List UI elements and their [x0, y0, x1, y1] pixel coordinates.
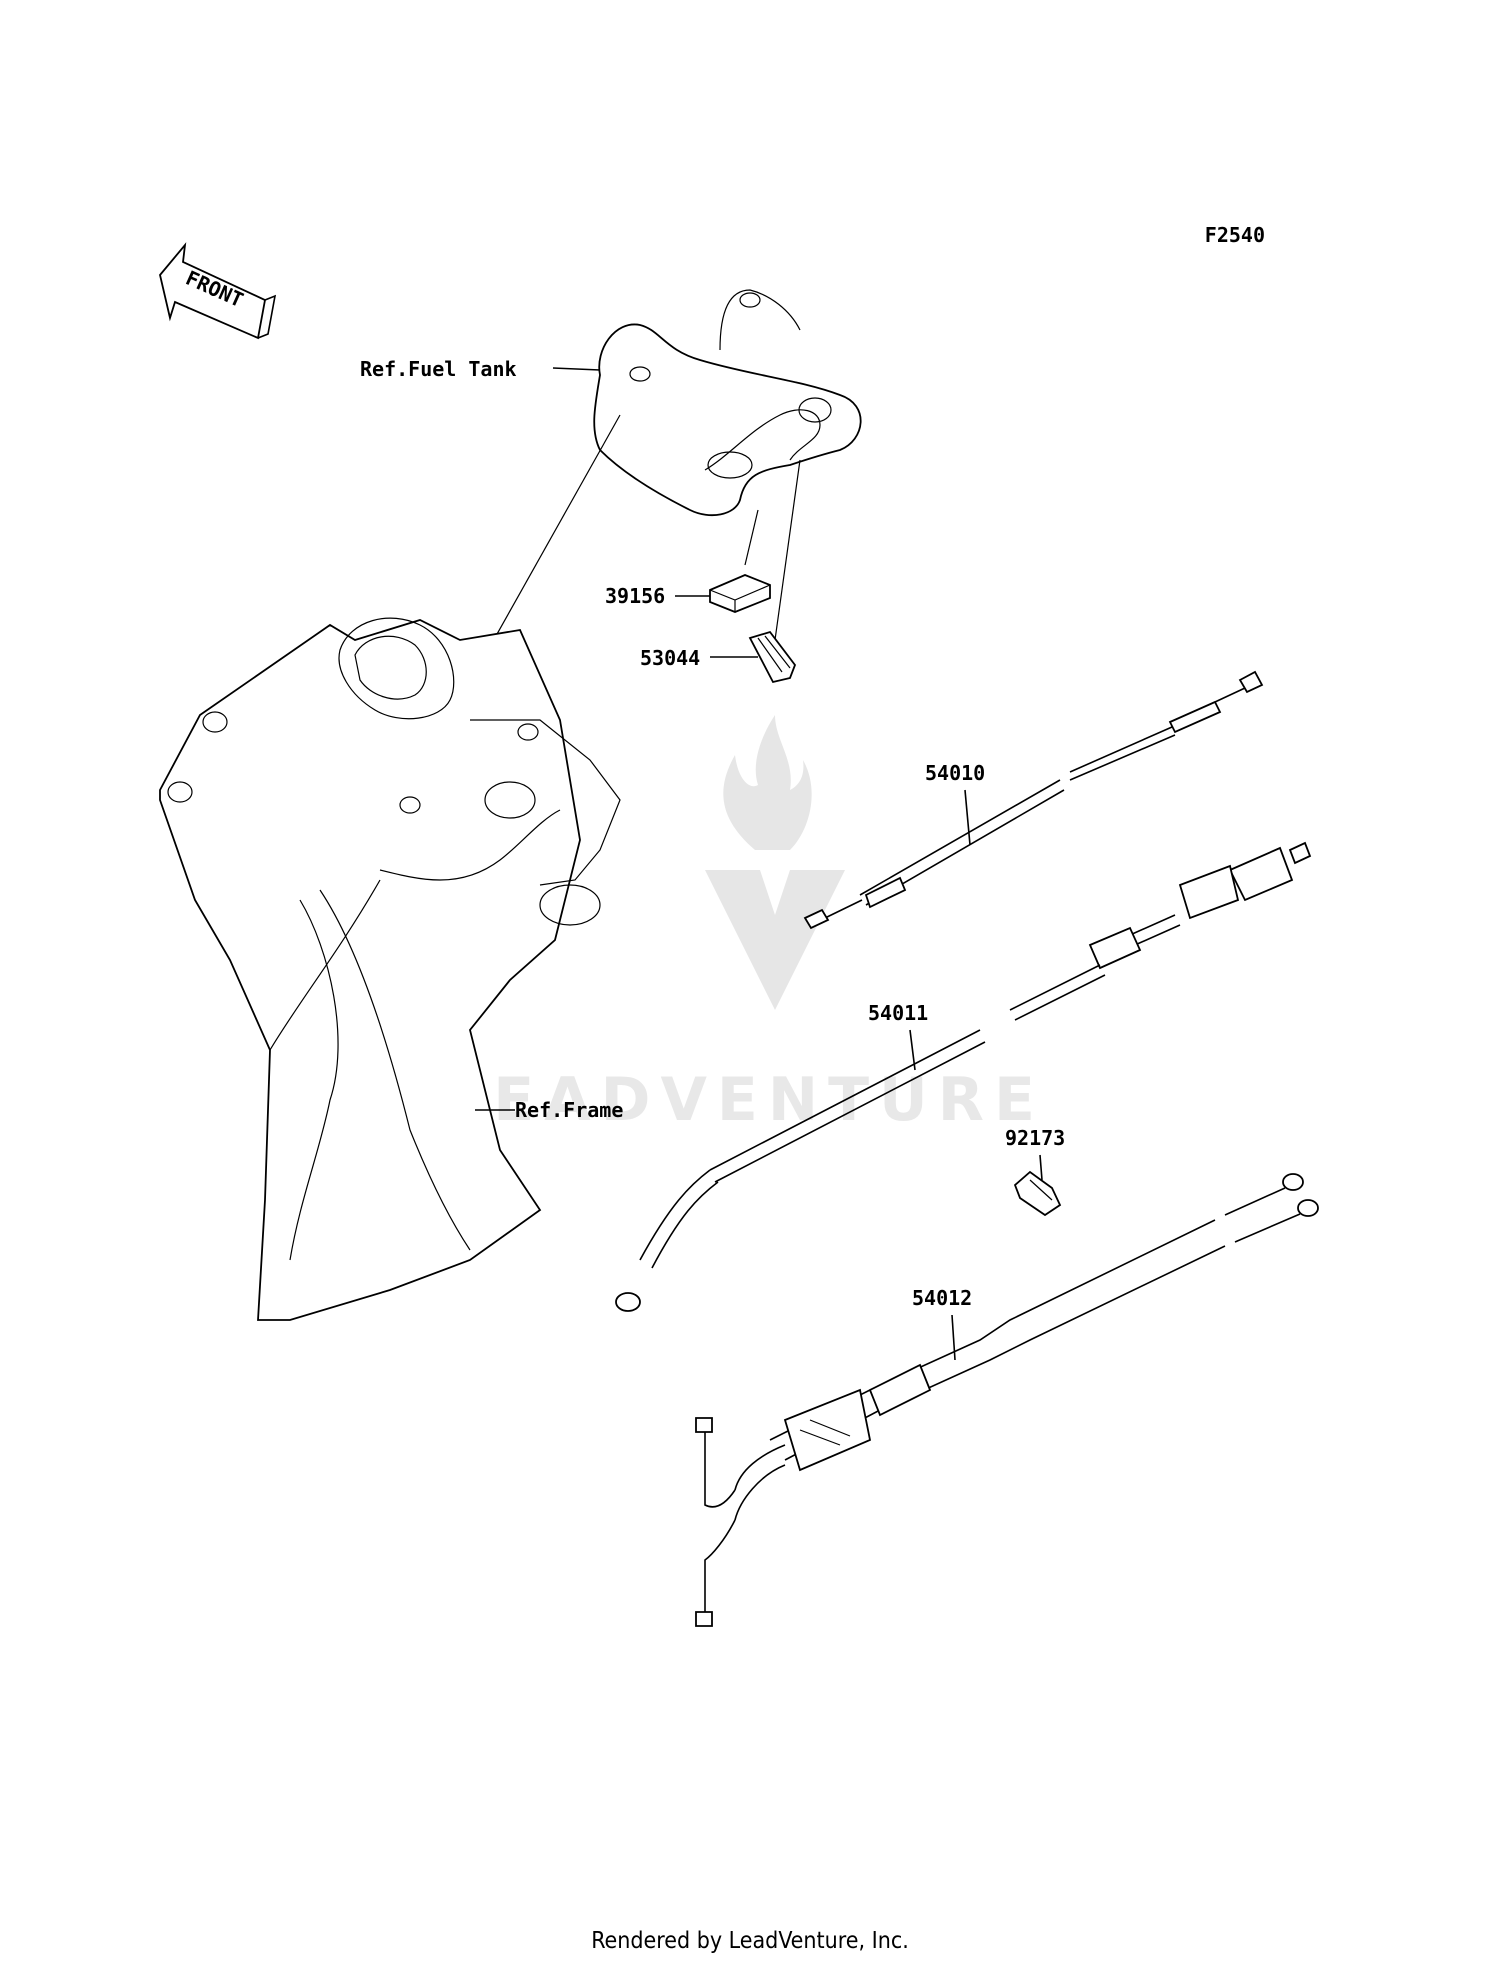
watermark-logo: LEADVENTURE: [445, 715, 1045, 1135]
label-39156: 39156: [605, 584, 665, 608]
cable-54011: [615, 841, 1312, 1312]
frame: [159, 617, 621, 1321]
diagram-code: F2540: [1205, 223, 1265, 247]
footer-credit: Rendered by LeadVenture, Inc.: [591, 1928, 909, 1954]
label-54011: 54011: [868, 1001, 928, 1025]
part-53044-grommet: [748, 630, 797, 684]
label-54012: 54012: [912, 1286, 972, 1310]
cable-54010: [803, 670, 1264, 930]
label-54010: 54010: [925, 761, 985, 785]
part-92173-clamp: [1013, 1170, 1062, 1217]
label-53044: 53044: [640, 646, 700, 670]
label-92173: 92173: [1005, 1126, 1065, 1150]
cable-54012: [695, 1173, 1319, 1627]
front-arrow-icon: FRONT: [159, 242, 277, 340]
fuel-tank-bracket: [593, 289, 862, 517]
part-39156-pad: [709, 574, 771, 613]
label-ref-frame: Ref.Frame: [515, 1098, 623, 1122]
label-ref-fuel-tank: Ref.Fuel Tank: [360, 357, 517, 381]
watermark-text: LEADVENTURE: [445, 1065, 1045, 1135]
